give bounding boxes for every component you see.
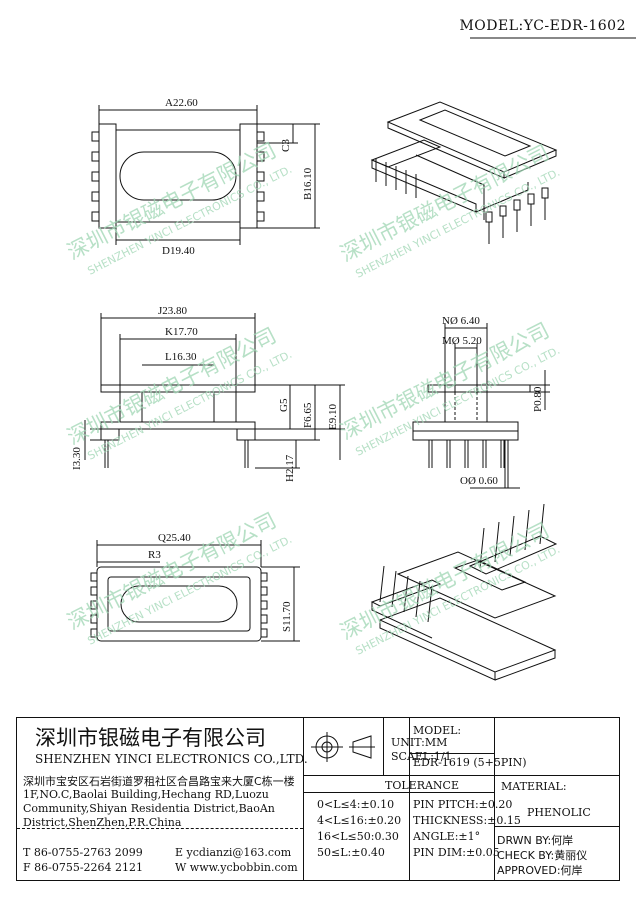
- model-label: MODEL:: [413, 724, 462, 737]
- dim-n: NØ 6.40: [442, 315, 480, 327]
- tolerance-2: 4<L≤16:±0.20: [317, 814, 402, 827]
- svg-text:深圳市银磁电子有限公司: 深圳市银磁电子有限公司: [63, 323, 280, 449]
- dim-r: R3: [148, 549, 161, 561]
- material-label: MATERIAL:: [501, 780, 567, 793]
- model-tag: MODEL:YC-EDR-1602: [459, 18, 626, 34]
- dim-j: J23.80: [158, 305, 188, 317]
- fax: F 86-0755-2264 2121: [23, 861, 144, 874]
- address-en-3: District,ShenZhen,P.R.China: [23, 816, 182, 829]
- dim-k: K17.70: [165, 326, 198, 338]
- front-view: [84, 313, 345, 469]
- dim-m: MØ 5.20: [442, 335, 482, 347]
- tolerance-7: ANGLE:±1°: [413, 830, 481, 843]
- dim-o: OØ 0.60: [460, 475, 498, 487]
- dim-s: S11.70: [281, 601, 293, 632]
- tolerance-4: 50≤L:±0.40: [317, 846, 385, 859]
- telephone: T 86-0755-2763 2099: [23, 846, 143, 859]
- website: W www.ycbobbin.com: [175, 861, 298, 874]
- drawn-by: DRWN BY:何岸: [497, 834, 574, 847]
- approved-by: APPROVED:何岸: [497, 864, 583, 877]
- model-value: EDR-1619 (5+5PIN): [413, 756, 527, 769]
- top-view: [91, 105, 320, 245]
- tolerance-1: 0<L≤4:±0.10: [317, 798, 395, 811]
- dim-a: A22.60: [165, 97, 198, 109]
- scale: SCAEL:1/1: [391, 750, 452, 763]
- address-en-2: Community,Shiyan Residentia District,Bao…: [23, 802, 275, 815]
- dim-f: F6.65: [302, 402, 314, 428]
- unit: UNIT:MM: [391, 736, 448, 749]
- tolerance-5: PIN PITCH:±0.20: [413, 798, 513, 811]
- dim-e: E9.10: [327, 404, 339, 430]
- tolerance-3: 16<L≤50:0.30: [317, 830, 399, 843]
- svg-text:深圳市银磁电子有限公司: 深圳市银磁电子有限公司: [63, 508, 280, 634]
- dim-l: L16.30: [165, 351, 197, 363]
- company-name-cn: 深圳市银磁电子有限公司: [35, 726, 266, 750]
- tolerance-title: TOLERANCE: [385, 779, 459, 792]
- technical-drawing: A22.60 D19.40 B16.10 C3 J23.80 K17.70 L1…: [63, 97, 562, 681]
- checked-by: CHECK BY:黄丽仪: [497, 849, 588, 862]
- title-block: 深圳市银磁电子有限公司 SHENZHEN YINCI ELECTRONICS C…: [16, 717, 620, 881]
- dim-b: B16.10: [302, 167, 314, 200]
- material-value: PHENOLIC: [527, 806, 591, 819]
- address-cn: 深圳市宝安区石岩街道罗租社区合昌路宝来大厦C栋一楼: [23, 775, 295, 788]
- email: E ycdianzi@163.com: [175, 846, 292, 859]
- dim-h: H2.17: [284, 454, 296, 482]
- model-tag-underline: [470, 37, 636, 39]
- dim-d: D19.40: [162, 245, 195, 257]
- company-name-en: SHENZHEN YINCI ELECTRONICS CO.,LTD.: [35, 752, 308, 766]
- tolerance-8: PIN DIM:±0.05: [413, 846, 500, 859]
- dim-i: I3.30: [71, 447, 83, 470]
- dim-c: C3: [280, 139, 292, 152]
- svg-text:深圳市银磁电子有限公司: 深圳市银磁电子有限公司: [336, 140, 553, 266]
- projection-symbol: [311, 732, 375, 762]
- dim-q: Q25.40: [158, 532, 191, 544]
- svg-text:深圳市银磁电子有限公司: 深圳市银磁电子有限公司: [336, 518, 553, 644]
- dim-g: G5: [278, 398, 290, 412]
- tolerance-6: THICKNESS:±0.15: [413, 814, 521, 827]
- isometric-view-bottom: [370, 503, 558, 681]
- isometric-view-top: [370, 101, 558, 244]
- side-view: [412, 323, 550, 489]
- bottom-view: [90, 540, 300, 642]
- address-en-1: 1F,NO.C,Baolai Building,Hechang RD,Luozu: [23, 788, 269, 801]
- dim-p: P0.80: [532, 386, 544, 412]
